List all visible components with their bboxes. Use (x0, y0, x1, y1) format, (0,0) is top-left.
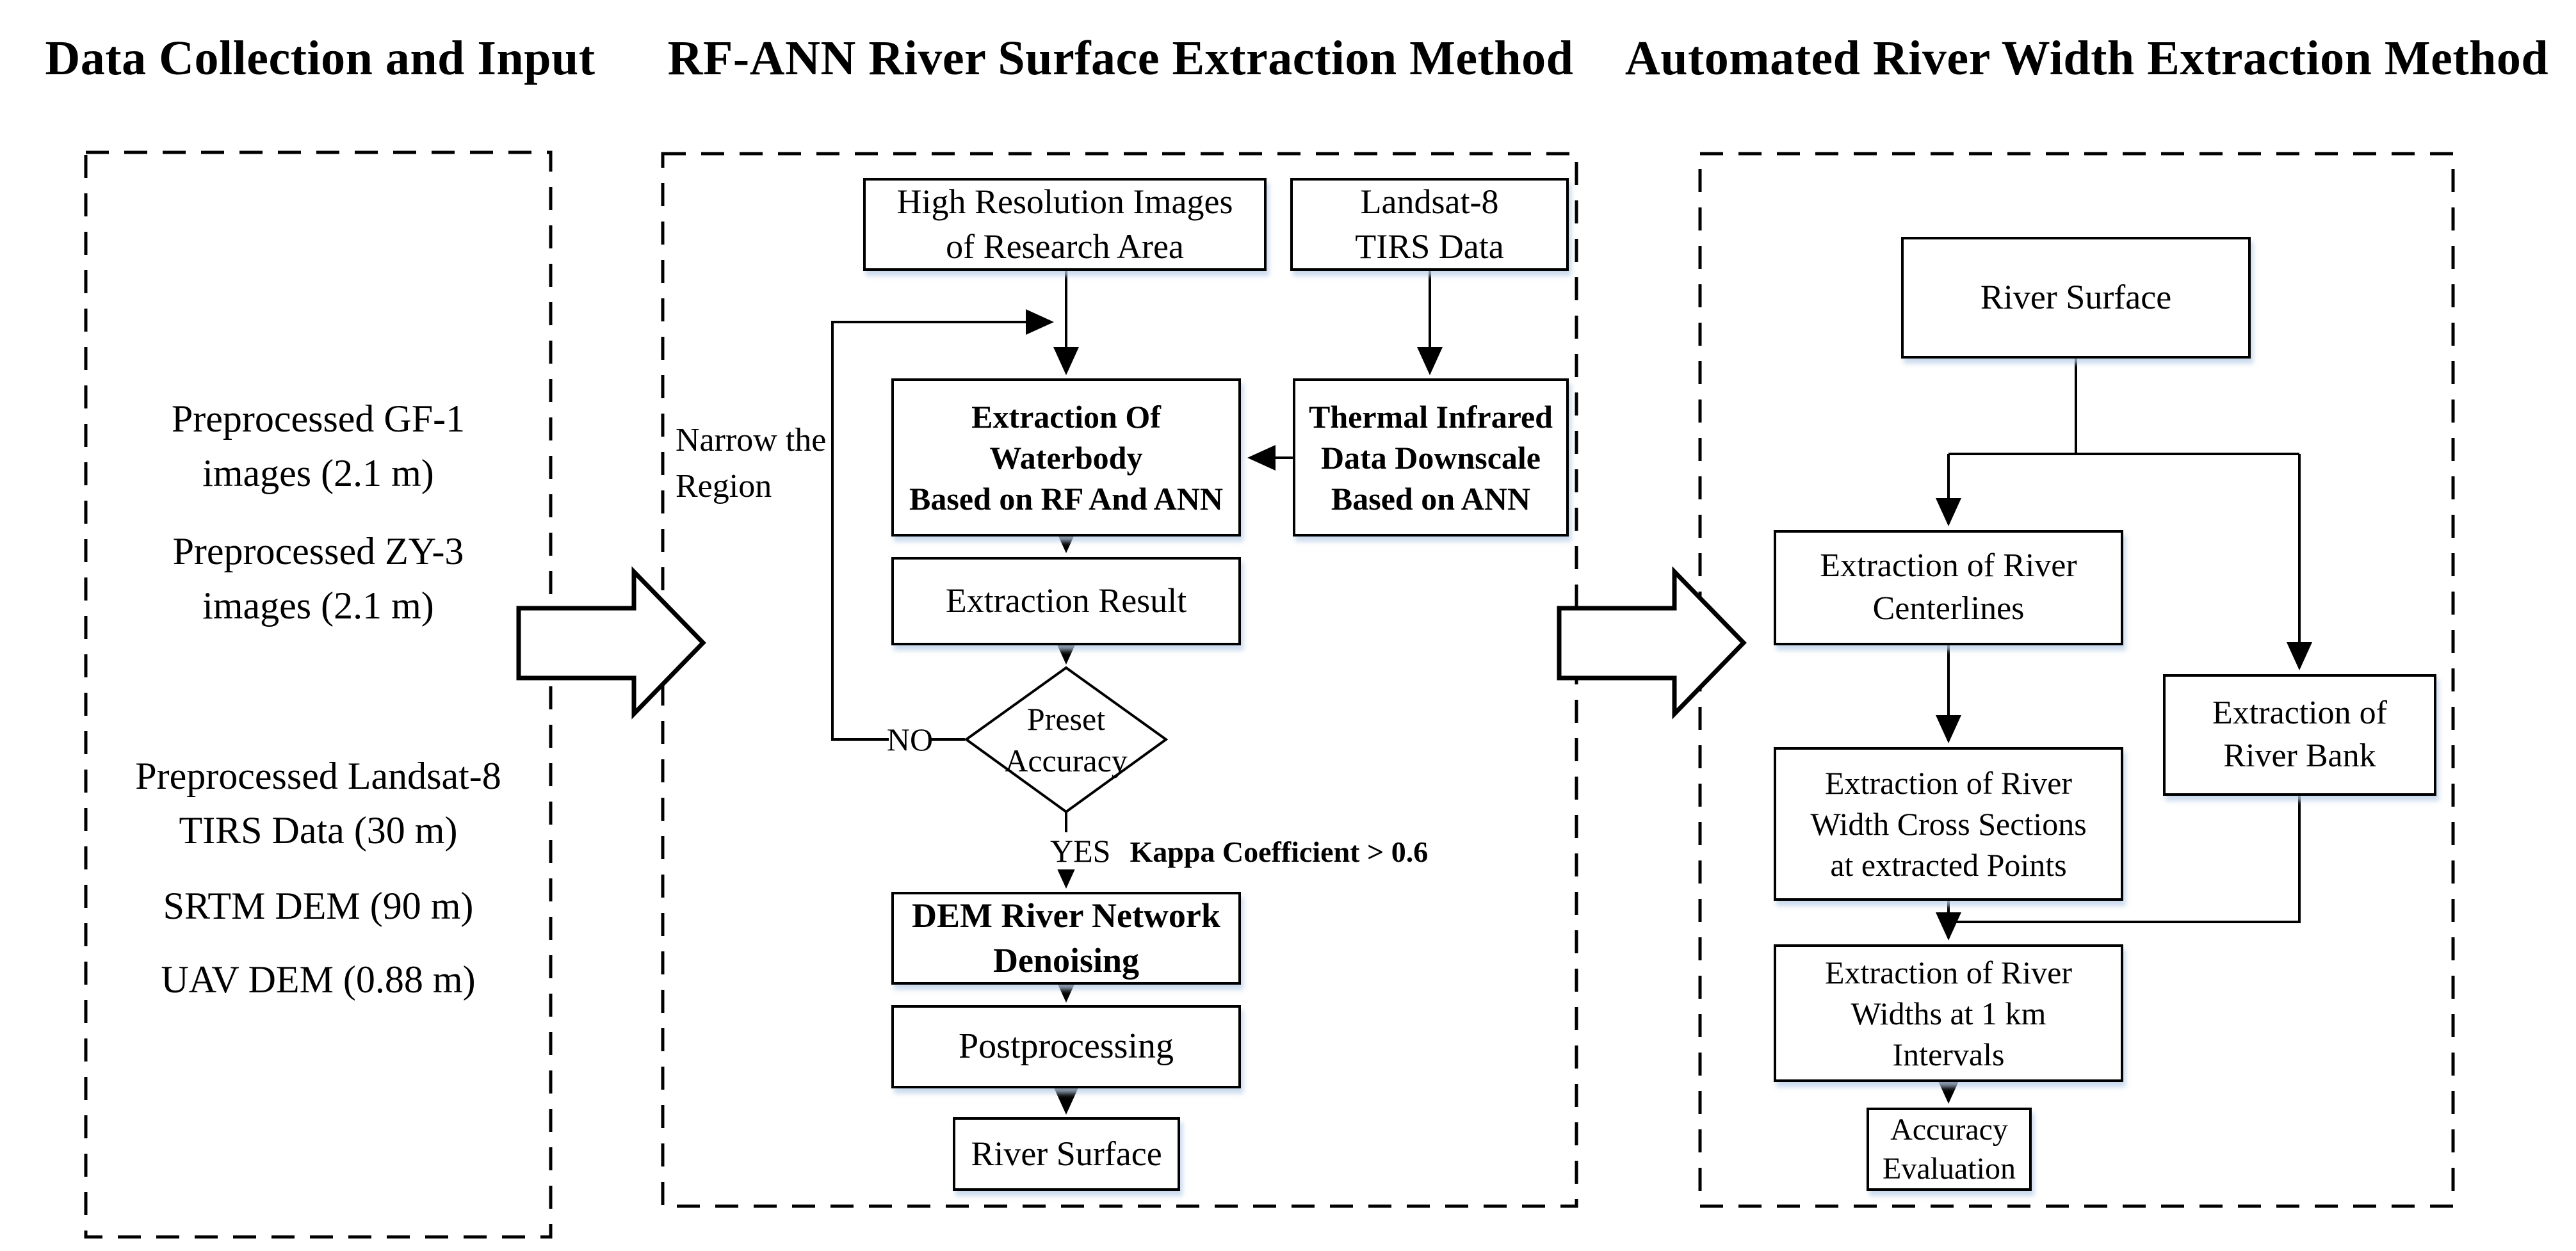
title-data-collection: Data Collection and Input (45, 31, 595, 85)
data-item-zy3: Preprocessed ZY-3 images (2.1 m) (172, 530, 464, 627)
node-width-cross-sections: Extraction of River Width Cross Sections… (1774, 747, 2123, 901)
node-river-surface-right: River Surface (1901, 237, 2251, 359)
node-extraction-result: Extraction Result (891, 557, 1241, 645)
data-item-srtm-dem: SRTM DEM (90 m) (163, 885, 474, 927)
node-high-resolution-images: High Resolution Images of Research Area (863, 178, 1267, 271)
node-thermal-downscale: Thermal Infrared Data Downscale Based on… (1293, 378, 1569, 537)
node-landsat8-tirs: Landsat-8 TIRS Data (1290, 178, 1569, 271)
node-dem-denoising: DEM River Network Denoising (891, 892, 1241, 985)
title-rf-ann-method: RF-ANN River Surface Extraction Method (667, 31, 1574, 85)
connector-riverbank-merge (1948, 796, 2301, 923)
node-preset-accuracy-decision: Preset Accuracy (1005, 700, 1128, 779)
block-arrow-middle-to-right (1557, 566, 1747, 720)
label-yes: YES (1050, 833, 1111, 869)
node-postprocessing: Postprocessing (891, 1005, 1241, 1088)
node-river-centerlines: Extraction of River Centerlines (1774, 530, 2123, 645)
node-river-bank: Extraction of River Bank (2163, 674, 2436, 796)
node-extraction-waterbody: Extraction Of Waterbody Based on RF And … (891, 378, 1241, 537)
label-no: NO (886, 721, 934, 758)
node-river-surface-middle: River Surface (953, 1117, 1180, 1191)
block-arrow-left-to-middle (516, 566, 706, 720)
label-kappa-coefficient: Kappa Coefficient > 0.6 (1130, 835, 1429, 868)
data-item-gf1: Preprocessed GF-1 images (2.1 m) (171, 398, 466, 495)
panel-border-data-collection (84, 150, 553, 1239)
decision-diamond-shape (964, 666, 1169, 814)
node-accuracy-evaluation: Accuracy Evaluation (1867, 1108, 2032, 1191)
node-widths-1km-intervals: Extraction of River Widths at 1 km Inter… (1774, 944, 2123, 1082)
title-width-method: Automated River Width Extraction Method (1624, 31, 2549, 85)
label-yes-kappa: YES Kappa Coefficient > 0.6 (1042, 832, 1436, 869)
label-narrow-the-region: Narrow the Region (676, 417, 827, 510)
data-item-landsat-tirs: Preprocessed Landsat-8 TIRS Data (30 m) (135, 755, 501, 852)
data-item-uav-dem: UAV DEM (0.88 m) (161, 958, 476, 1001)
